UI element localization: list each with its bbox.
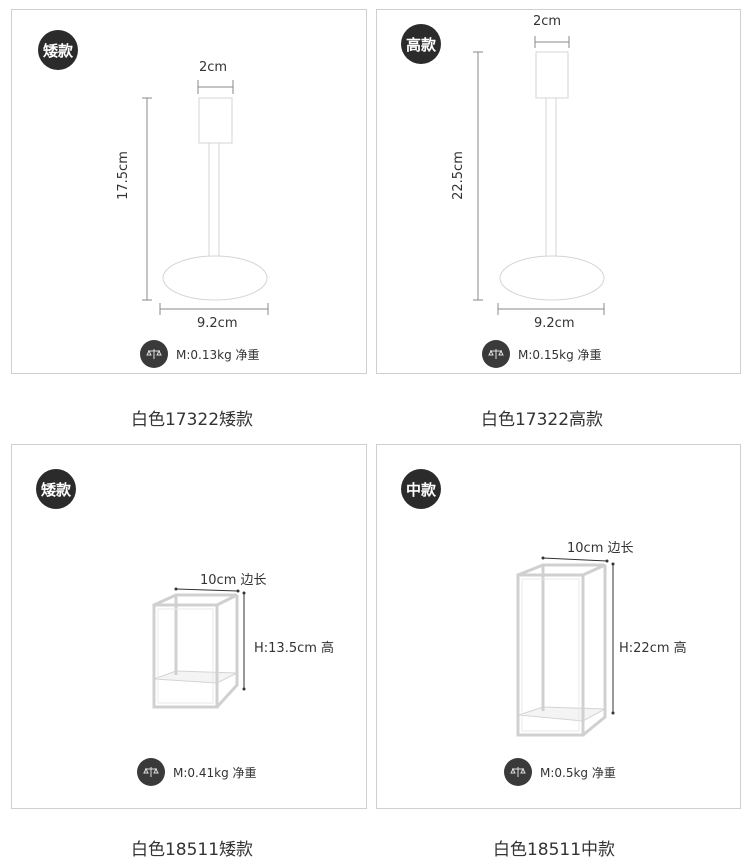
net-weight: M:0.5kg 净重 — [504, 758, 616, 786]
top-width-label: 2cm — [533, 14, 562, 29]
height-label: 17.5cm — [115, 151, 131, 200]
net-weight: M:0.41kg 净重 — [137, 758, 257, 786]
weight-text: M:0.5kg 净重 — [540, 765, 616, 780]
net-weight: M:0.15kg 净重 — [482, 340, 602, 368]
product-panel-tall-candlestick: 高款 2cm 22.5cm 9.2cm M:0.15kg 净重 — [376, 9, 741, 374]
style-badge: 矮款 — [38, 30, 78, 70]
frame-illustration — [152, 587, 246, 709]
caption: 白色18511矮款 — [130, 840, 254, 860]
base-width-label: 9.2cm — [534, 316, 575, 331]
caption: 白色17322矮款 — [130, 410, 254, 430]
style-badge: 高款 — [401, 24, 441, 64]
weight-text: M:0.41kg 净重 — [173, 765, 257, 780]
scale-icon — [482, 340, 510, 368]
caption: 白色18511中款 — [492, 840, 616, 860]
frame-illustration — [516, 556, 615, 737]
weight-text: M:0.13kg 净重 — [176, 347, 260, 362]
product-panel-short-candlestick: 矮款 2cm 17.5cm 9.2cm M:0.13kg 净重 — [11, 9, 367, 374]
base-width-label: 9.2cm — [197, 316, 238, 331]
candlestick-illustration — [142, 80, 269, 315]
product-panel-medium-frame: 中款 10cm 边长 H:22cm 高 M:0.5kg 净重 — [376, 444, 741, 809]
net-weight: M:0.13kg 净重 — [140, 340, 260, 368]
caption: 白色17322高款 — [480, 410, 604, 430]
scale-icon — [140, 340, 168, 368]
height-label: 22.5cm — [450, 151, 466, 200]
weight-text: M:0.15kg 净重 — [518, 347, 602, 362]
product-panel-short-frame: 矮款 10cm 边长 H:13.5cm 高 M:0.41kg 净重 — [11, 444, 367, 809]
scale-icon — [137, 758, 165, 786]
side-length-label: 10cm 边长 — [200, 573, 267, 588]
style-badge: 中款 — [401, 469, 441, 509]
height-label: H:22cm 高 — [619, 641, 687, 656]
side-length-label: 10cm 边长 — [567, 541, 634, 556]
top-width-label: 2cm — [199, 60, 228, 75]
height-label: H:13.5cm 高 — [254, 641, 335, 656]
style-badge: 矮款 — [36, 469, 76, 509]
candlestick-illustration — [473, 36, 605, 315]
scale-icon — [504, 758, 532, 786]
